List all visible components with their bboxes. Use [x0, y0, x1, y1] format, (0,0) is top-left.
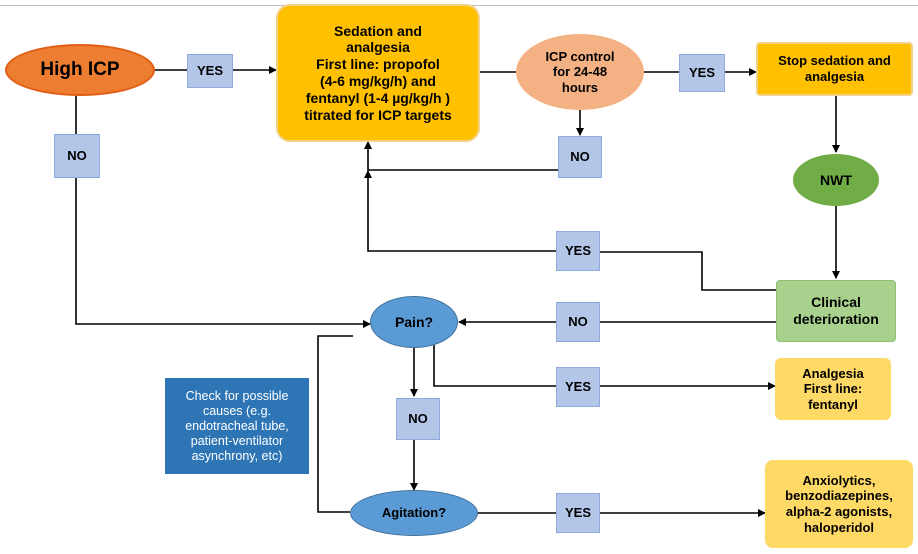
icp-control-node: ICP control for 24-48 hours — [516, 34, 644, 110]
line-clinical-to-yes — [600, 251, 776, 291]
yes-label-icpcontrol-to-stop: YES — [679, 54, 725, 92]
sedation-analgesia-box: Sedation and analgesia First line: propo… — [276, 4, 480, 142]
yes-label-agitation-to-anxiolytics: YES — [556, 493, 600, 533]
arrow-pain-to-analgesia — [433, 345, 776, 390]
stop-sedation-box: Stop sedation and analgesia — [756, 42, 913, 96]
arrow-yes-to-sedation — [364, 170, 556, 252]
no-label-highicp-to-pain: NO — [54, 134, 100, 178]
clinical-deterioration-box: Clinical deterioration — [776, 280, 896, 342]
no-label-clinical-to-pain: NO — [556, 302, 600, 342]
yes-label-highicp-to-sedation: YES — [187, 54, 233, 88]
high-icp-node: High ICP — [5, 44, 155, 96]
loop-agitation-to-pain — [317, 335, 353, 513]
arrow-no-back-to-sedation — [364, 141, 558, 171]
yes-label-clinical-to-sedation: YES — [556, 231, 600, 271]
yes-label-pain-to-analgesia: YES — [556, 367, 600, 407]
analgesia-box: Analgesia First line: fentanyl — [775, 358, 891, 420]
check-causes-box: Check for possible causes (e.g. endotrac… — [165, 378, 309, 474]
nwt-node: NWT — [793, 154, 879, 206]
agitation-decision-node: Agitation? — [350, 490, 478, 536]
no-label-icpcontrol-to-sedation: NO — [558, 136, 602, 178]
no-label-pain-to-agitation: NO — [396, 398, 440, 440]
pain-decision-node: Pain? — [370, 296, 458, 348]
anxiolytics-box: Anxiolytics, benzodiazepines, alpha-2 ag… — [765, 460, 913, 548]
